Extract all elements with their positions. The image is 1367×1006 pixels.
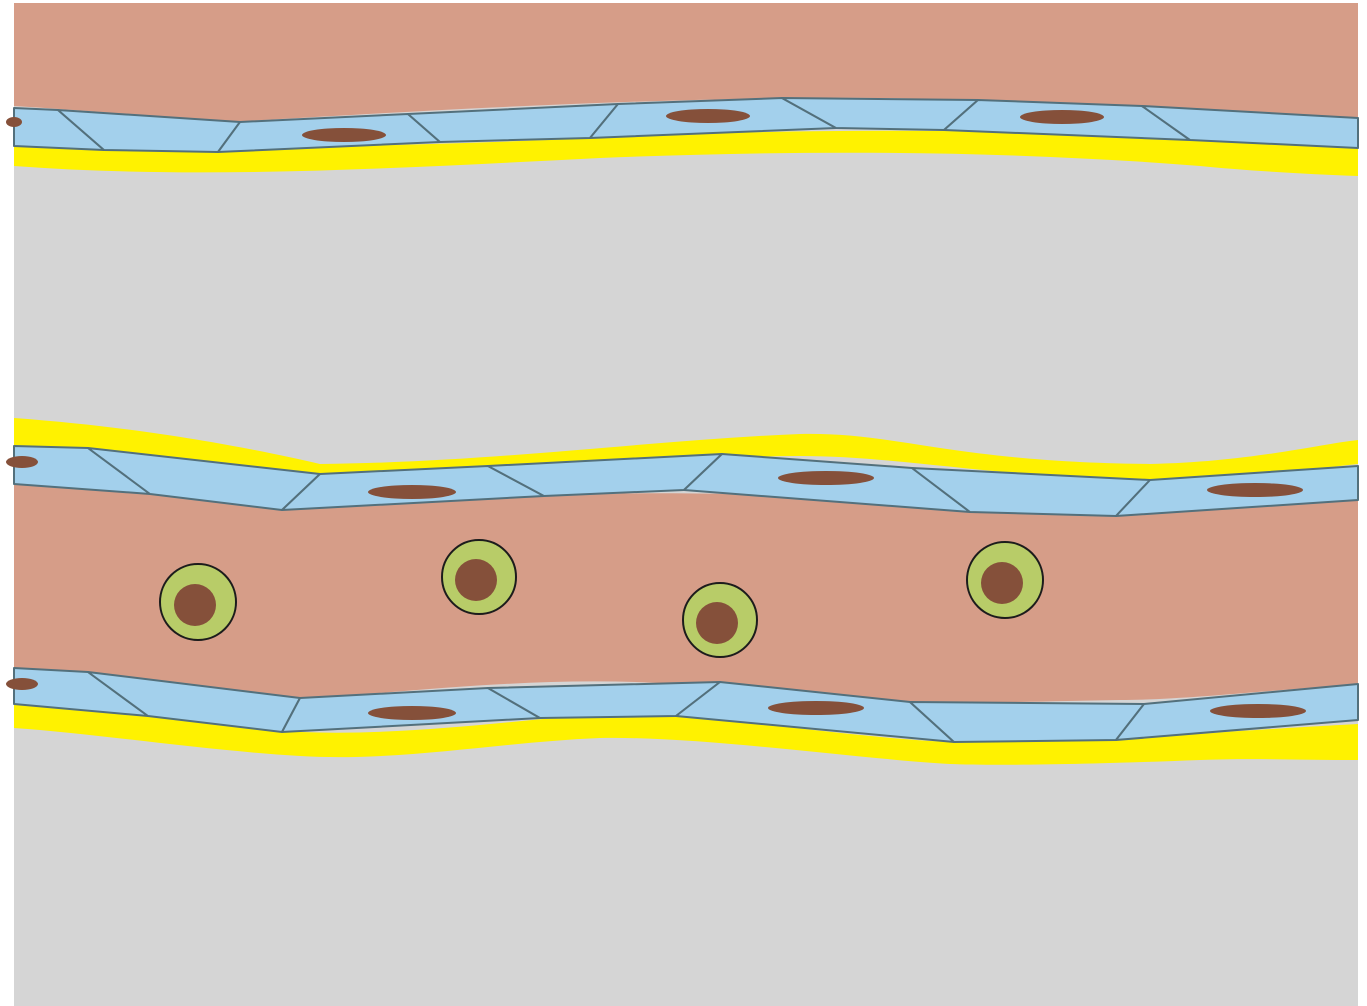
- upper-nucleus-3: [666, 109, 750, 123]
- blood-cell-nucleus: [696, 602, 738, 644]
- lower-nucleus-6: [368, 706, 456, 720]
- blood-cell-3: [683, 583, 757, 657]
- blood-cell-2: [442, 540, 516, 614]
- lower-nucleus-5: [6, 678, 38, 690]
- upper-vessel: [6, 3, 1358, 176]
- upper-nucleus-1: [6, 117, 22, 127]
- lower-nucleus-7: [768, 701, 864, 715]
- blood-cell-nucleus: [981, 562, 1023, 604]
- blood-cell-1: [160, 564, 236, 640]
- lower-nucleus-1: [6, 456, 38, 468]
- lower-nucleus-2: [368, 485, 456, 499]
- blood-cell-nucleus: [174, 584, 216, 626]
- lower-nucleus-3: [778, 471, 874, 485]
- upper-nucleus-4: [1020, 110, 1104, 124]
- lower-nucleus-8: [1210, 704, 1306, 718]
- upper-nucleus-2: [302, 128, 386, 142]
- lower-nucleus-4: [1207, 483, 1303, 497]
- blood-cell-nucleus: [455, 559, 497, 601]
- blood-cell-4: [967, 542, 1043, 618]
- lower-vessel: [6, 418, 1358, 765]
